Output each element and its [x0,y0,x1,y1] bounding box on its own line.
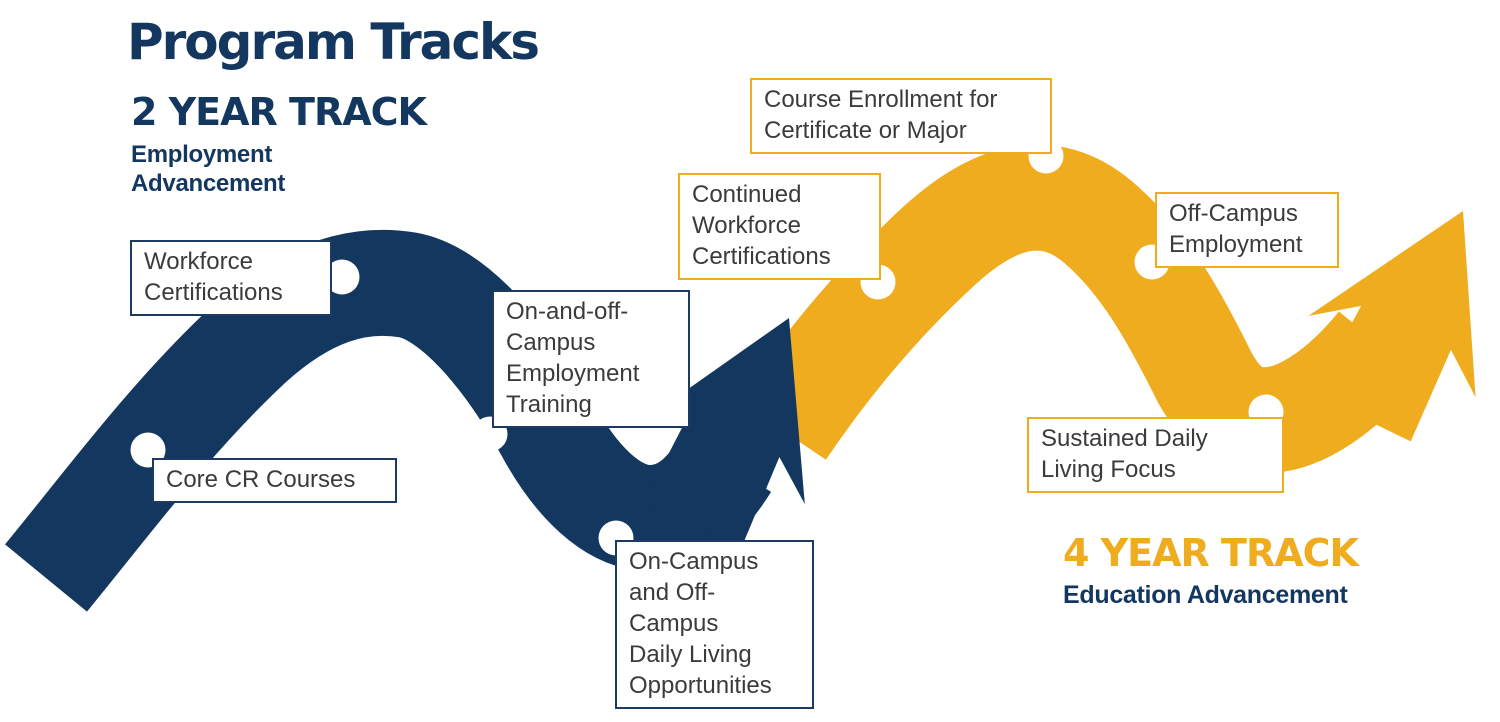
two-year-track-header: 2 YEAR TRACK Employment Advancement [131,90,427,198]
two-year-track-wave [5,229,805,612]
milestone-label-course-enrollment: Course Enrollment for Certificate or Maj… [750,78,1052,154]
four-year-track-header: 4 YEAR TRACK Education Advancement [1063,531,1359,610]
two-year-wave-band [5,229,772,612]
milestone-label-workforce-certifications: Workforce Certifications [130,240,332,316]
milestone-label-sustained-daily-living-focus: Sustained Daily Living Focus [1027,417,1284,493]
page-title: Program Tracks [127,13,540,71]
milestone-label-off-campus-employment: Off-Campus Employment [1155,192,1339,268]
two-year-track-subheading: Employment Advancement [131,141,286,197]
milestone-label-daily-living-opportunities: On-Campus and Off- Campus Daily Living O… [615,540,814,709]
two-year-track-heading: 2 YEAR TRACK [131,90,427,134]
milestone-label-continued-workforce-certifications: Continued Workforce Certifications [678,173,881,280]
two-year-arrowhead [636,318,805,550]
milestone-dot [324,259,360,295]
four-year-arrowhead [1308,211,1476,442]
milestone-label-core-cr-courses: Core CR Courses [152,458,397,503]
four-year-track-heading: 4 YEAR TRACK [1063,531,1359,575]
four-year-track-subheading: Education Advancement [1063,581,1348,609]
four-year-track-wave [738,138,1476,474]
milestone-label-on-and-off-campus-employment-training: On-and-off- Campus Employment Training [492,290,690,428]
